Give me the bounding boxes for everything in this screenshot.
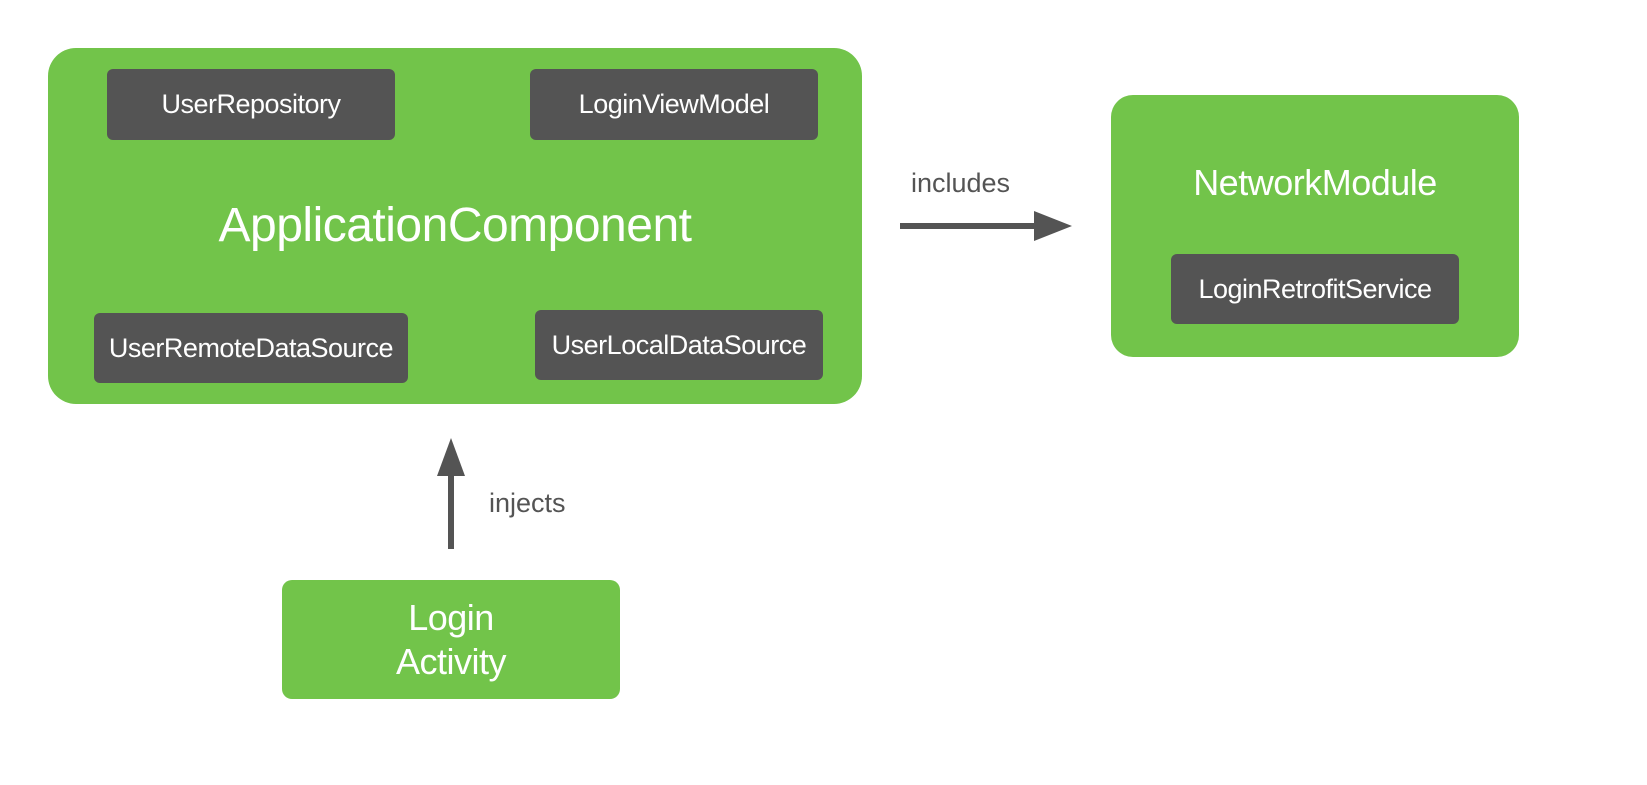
login-activity-line2: Activity: [395, 641, 507, 682]
login-activity-line1: Login: [408, 597, 494, 638]
login-activity-box: [282, 580, 620, 699]
login-view-model-node: LoginViewModel: [530, 69, 818, 140]
network-module-title: NetworkModule: [1193, 162, 1437, 203]
includes-arrow: [900, 211, 1072, 241]
injects-label: injects: [489, 488, 566, 518]
includes-label: includes: [911, 168, 1011, 198]
user-repository-node: UserRepository: [107, 69, 395, 140]
user-local-data-source-node: UserLocalDataSource: [535, 310, 823, 380]
login-retrofit-service-node: LoginRetrofitService: [1171, 254, 1459, 324]
application-component-title: ApplicationComponent: [218, 199, 692, 252]
user-remote-data-source-node: UserRemoteDataSource: [94, 313, 408, 383]
injects-arrow: [437, 438, 465, 549]
